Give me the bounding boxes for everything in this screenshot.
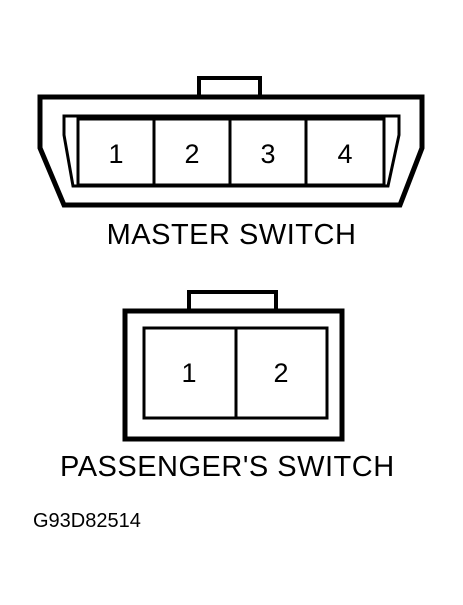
master-outer-housing xyxy=(37,94,425,208)
passenger-outer-housing xyxy=(122,308,345,442)
master-pin-4: 4 xyxy=(337,139,352,169)
passenger-pin-numbers: 1 2 xyxy=(181,358,288,388)
passenger-locking-tab xyxy=(187,290,278,310)
master-pin-1: 1 xyxy=(108,139,123,169)
figure-code: G93D82514 xyxy=(33,510,141,532)
master-inner-housing xyxy=(62,114,401,188)
master-pin-2: 2 xyxy=(184,139,199,169)
master-switch-label: MASTER SWITCH xyxy=(106,219,357,251)
passenger-switch-connector xyxy=(122,290,345,442)
passenger-pin-2: 2 xyxy=(273,358,288,388)
master-switch-connector xyxy=(37,76,425,208)
passenger-pin-1: 1 xyxy=(181,358,196,388)
master-locking-tab xyxy=(197,76,262,96)
master-pin-numbers: 1 2 3 4 xyxy=(108,139,352,169)
master-pin-3: 3 xyxy=(260,139,275,169)
passenger-switch-label: PASSENGER'S SWITCH xyxy=(60,451,395,483)
